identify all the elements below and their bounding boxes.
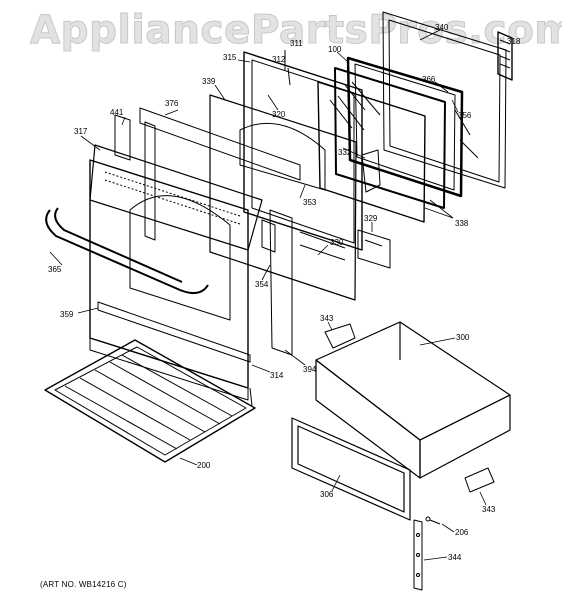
label-206: 206 (455, 528, 469, 537)
drawer-front-306 (291, 417, 411, 521)
label-315: 315 (223, 53, 237, 62)
hinge-bracket-332 (361, 149, 381, 193)
label-356: 356 (458, 111, 472, 120)
screw-311-312 (284, 50, 291, 86)
label-311: 311 (290, 39, 303, 48)
label-343-bottom: 343 (482, 505, 496, 514)
label-320: 320 (272, 110, 286, 119)
label-366: 366 (422, 75, 436, 84)
label-100: 100 (328, 45, 342, 54)
label-317: 317 (74, 127, 88, 136)
label-306: 306 (320, 490, 334, 499)
label-354: 354 (255, 280, 269, 289)
label-344: 344 (448, 553, 462, 562)
bracket-343-bottom (464, 467, 495, 493)
side-rail-441 (114, 114, 131, 161)
callout-labels: 317 441 376 339 315 311 312 320 100 340 … (48, 23, 521, 562)
leader-lines (49, 29, 487, 561)
label-312: 312 (272, 55, 286, 64)
label-338: 338 (455, 219, 469, 228)
outer-door-317 (89, 144, 263, 389)
label-340: 340 (435, 23, 449, 32)
oven-rack-200 (44, 339, 256, 463)
label-376: 376 (165, 99, 179, 108)
label-329: 329 (364, 214, 378, 223)
drawer-rail-344 (413, 519, 423, 591)
bracket-343-top (324, 323, 356, 349)
door-trim-376 (139, 107, 301, 241)
label-200: 200 (197, 461, 211, 470)
label-359: 359 (60, 310, 74, 319)
vent-strip-318 (497, 31, 513, 81)
label-339: 339 (202, 77, 216, 86)
inner-glass-338 (317, 81, 426, 223)
label-394: 394 (303, 365, 317, 374)
door-liner-315 (243, 51, 363, 251)
label-330: 330 (330, 238, 344, 247)
door-handle-365 (45, 207, 209, 295)
label-441: 441 (110, 108, 124, 117)
door-bottom-trim-314 (89, 337, 249, 401)
insulation-339 (209, 94, 357, 301)
drawer-body-300 (315, 321, 511, 479)
glass-frame-356 (346, 56, 464, 198)
label-314: 314 (270, 371, 284, 380)
label-365: 365 (48, 265, 62, 274)
label-332: 332 (338, 148, 352, 157)
label-300: 300 (456, 333, 470, 342)
art-number: (ART NO. WB14216 C) (40, 580, 127, 589)
screw-206 (425, 516, 441, 525)
hinge-plate-329 (357, 229, 391, 269)
label-343-top: 343 (320, 314, 334, 323)
bottom-vent-359 (97, 301, 253, 407)
label-353: 353 (303, 198, 317, 207)
label-318: 318 (507, 37, 521, 46)
